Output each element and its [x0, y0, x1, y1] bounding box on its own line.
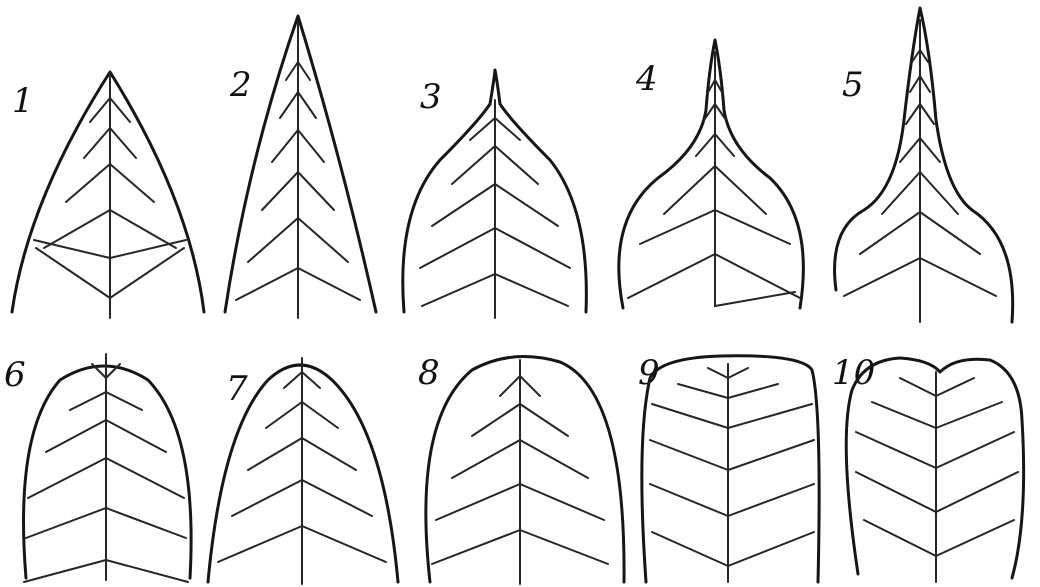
- leaf-4: 4: [619, 40, 804, 308]
- leaf-1-outline: [12, 72, 204, 312]
- leaf-label-4: 4: [635, 59, 658, 99]
- leaf-1: 1: [12, 72, 204, 318]
- leaf-4-midrib: [715, 52, 795, 306]
- leaf-label-1: 1: [12, 81, 34, 121]
- leaf-8-outline: [426, 357, 624, 582]
- leaf-2: 2: [225, 16, 376, 318]
- leaf-6-outline: [24, 366, 192, 578]
- leaf-3: 3: [403, 70, 587, 318]
- leaf-2-outline: [225, 16, 376, 312]
- leaf-8: 8: [418, 353, 624, 584]
- leaf-9-veins: [650, 368, 814, 566]
- leaf-10: 10: [832, 353, 1024, 582]
- leaf-6: 6: [4, 354, 191, 582]
- leaf-9: 9: [638, 353, 819, 582]
- leaf-label-3: 3: [420, 77, 442, 117]
- leaf-7: 7: [208, 358, 398, 584]
- leaf-label-8: 8: [418, 353, 440, 393]
- leaf-5: 5: [835, 8, 1013, 322]
- leaf-label-2: 2: [229, 65, 252, 105]
- leaf-label-5: 5: [842, 65, 864, 105]
- leaf-label-7: 7: [226, 369, 248, 409]
- leaf-label-6: 6: [4, 355, 26, 395]
